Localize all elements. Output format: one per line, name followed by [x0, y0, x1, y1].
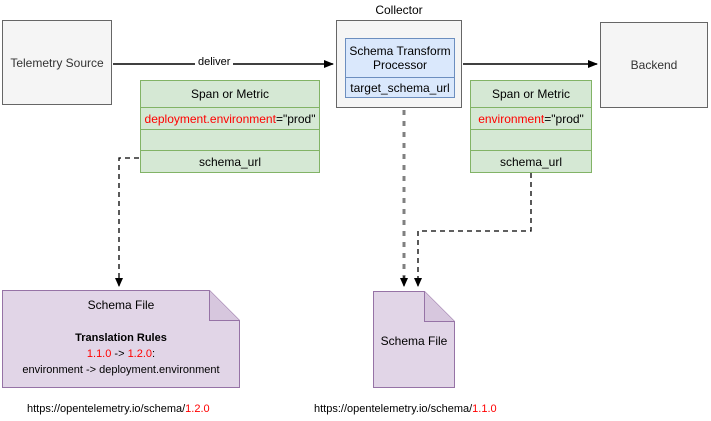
schema-file-left-title: Schema File [87, 298, 155, 312]
processor-target-schema-url: target_schema_url [350, 80, 450, 95]
node-schema-transform-processor[interactable]: Schema Transform Processor target_schema… [345, 38, 455, 98]
table-left-row-empty [141, 130, 319, 151]
schema-file-right-url: https://opentelemetry.io/schema/1.1.0 [314, 403, 497, 415]
edge-deliver-label: deliver [195, 56, 234, 68]
table-right-span-or-metric[interactable]: Span or Metric environment="prod" schema… [470, 80, 592, 173]
node-telemetry-source-label: Telemetry Source [10, 55, 104, 70]
schema-file-left-url-base: https://opentelemetry.io/schema/ [27, 403, 186, 415]
schema-file-left-url: https://opentelemetry.io/schema/1.2.0 [27, 403, 210, 415]
edge-left-schemaurl-to-file [115, 157, 139, 287]
schema-file-right-shape [373, 291, 455, 388]
table-left-row-attribute: deployment.environment="prod" [141, 108, 319, 130]
table-left-span-or-metric[interactable]: Span or Metric deployment.environment="p… [140, 80, 320, 173]
rule-arrow: -> [111, 348, 128, 360]
schema-file-right[interactable]: Schema File [373, 291, 455, 388]
table-right-row-attribute: environment="prod" [471, 108, 591, 130]
rule-colon: : [152, 348, 156, 360]
schema-file-left-rule-versions: 1.1.0 -> 1.2.0: [2, 348, 240, 360]
table-right-attr-key: environment [478, 111, 545, 126]
processor-title: Schema Transform Processor [346, 39, 454, 77]
schema-file-right-url-base: https://opentelemetry.io/schema/ [314, 403, 473, 415]
schema-file-left-shape [2, 290, 240, 388]
table-right-row-empty [471, 130, 591, 151]
table-left-header: Span or Metric [141, 81, 319, 108]
table-left-row-schema-url: schema_url [198, 155, 262, 169]
node-collector-label: Collector [375, 3, 423, 17]
rule-version-to: 1.2.0 [127, 348, 153, 360]
processor-divider [346, 77, 454, 78]
schema-file-left-rule-mapping: environment -> deployment.environment [22, 364, 220, 376]
node-backend-label: Backend [630, 58, 678, 72]
rule-version-from: 1.1.0 [86, 348, 112, 360]
table-left-attr-key: deployment.environment [144, 111, 276, 126]
schema-file-left-url-version: 1.2.0 [185, 403, 210, 415]
schema-file-left[interactable]: Schema File Translation Rules 1.1.0 -> 1… [2, 290, 240, 388]
schema-file-left-rules-heading: Translation Rules [75, 332, 167, 344]
node-backend[interactable]: Backend [600, 22, 708, 108]
processor-title-line1: Schema Transform [349, 44, 451, 58]
table-left-attr-value: ="prod" [275, 111, 316, 126]
edge-right-schemaurl-to-file [414, 173, 532, 287]
table-right-header: Span or Metric [471, 81, 591, 108]
processor-title-line2: Processor [372, 58, 428, 72]
table-right-row-schema-url: schema_url [499, 155, 563, 169]
node-telemetry-source[interactable]: Telemetry Source [2, 20, 112, 105]
table-right-attr-value: ="prod" [544, 111, 584, 126]
schema-file-right-title: Schema File [380, 334, 448, 348]
schema-file-right-url-version: 1.1.0 [472, 403, 497, 415]
